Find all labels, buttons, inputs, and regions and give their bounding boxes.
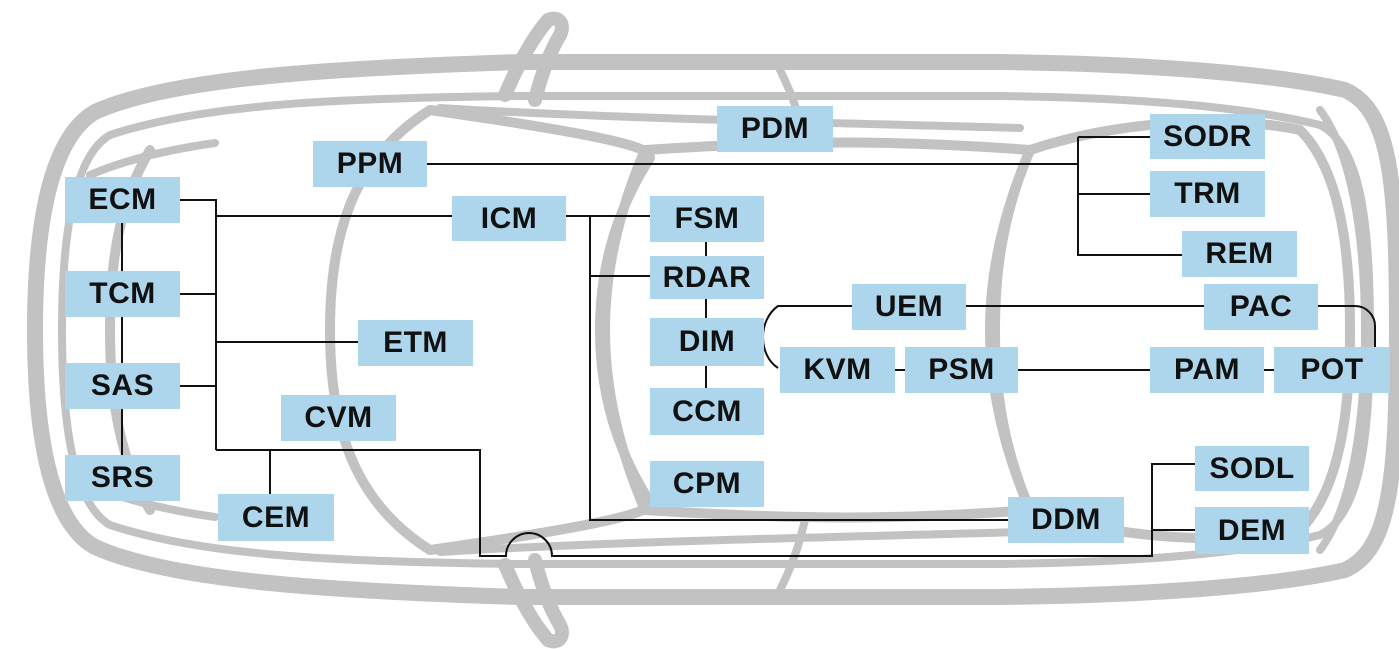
module-tcm: TCM bbox=[65, 271, 180, 317]
door-line-top bbox=[436, 104, 1024, 132]
module-srs: SRS bbox=[65, 455, 180, 501]
module-dem: DEM bbox=[1195, 507, 1309, 554]
network-wiring bbox=[121, 136, 1376, 557]
module-icm: ICM bbox=[452, 196, 566, 241]
module-pot: POT bbox=[1274, 347, 1390, 393]
wire-ecm-stub bbox=[180, 199, 217, 450]
car-body-outline bbox=[27, 54, 1399, 605]
module-dim: DIM bbox=[650, 318, 764, 366]
module-ddm: DDM bbox=[1008, 497, 1124, 543]
module-rem: REM bbox=[1182, 231, 1297, 277]
module-fsm: FSM bbox=[650, 196, 764, 242]
windshield bbox=[325, 105, 655, 555]
module-trm: TRM bbox=[1150, 171, 1265, 217]
wire-center-vertical bbox=[589, 216, 1008, 521]
module-ccm: CCM bbox=[650, 388, 764, 435]
wire-rear-bus bbox=[1077, 137, 1182, 256]
module-pam: PAM bbox=[1150, 347, 1264, 393]
module-cvm: CVM bbox=[281, 395, 396, 441]
rear-bumper-detail bbox=[1316, 106, 1369, 554]
module-psm: PSM bbox=[905, 347, 1018, 393]
module-cpm: CPM bbox=[650, 461, 764, 507]
module-sodr: SODR bbox=[1150, 114, 1265, 159]
module-rdar: RDAR bbox=[650, 256, 764, 299]
module-pac: PAC bbox=[1204, 284, 1318, 330]
wire-bottom-bus bbox=[216, 449, 1195, 557]
module-cem: CEM bbox=[218, 494, 334, 541]
module-sodl: SODL bbox=[1195, 446, 1309, 491]
module-sas: SAS bbox=[65, 363, 180, 409]
door-line-bottom bbox=[436, 528, 1024, 556]
module-pdm: PDM bbox=[717, 106, 833, 152]
module-ppm: PPM bbox=[313, 141, 427, 187]
module-kvm: KVM bbox=[780, 347, 895, 393]
module-etm: ETM bbox=[358, 320, 473, 366]
wire-pac-pot bbox=[1318, 305, 1376, 347]
door-divider-bottom bbox=[776, 516, 809, 594]
module-uem: UEM bbox=[852, 284, 966, 330]
mirror-left bbox=[498, 11, 569, 107]
mirror-right bbox=[498, 553, 569, 649]
module-ecm: ECM bbox=[65, 177, 180, 223]
